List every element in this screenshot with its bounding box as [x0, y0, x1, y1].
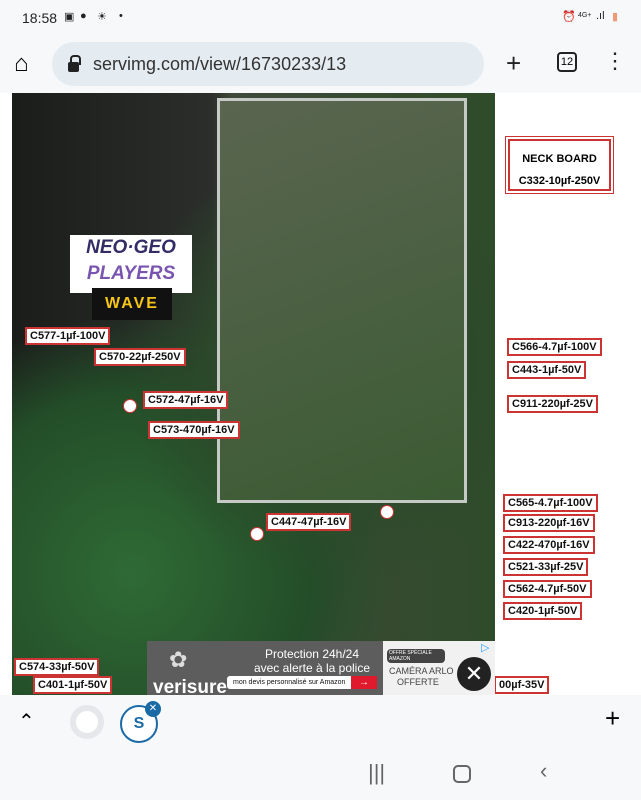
cap-label: C447-47µf-16V [266, 513, 352, 531]
new-tab-plus-icon[interactable]: + [506, 48, 522, 78]
system-nav: ||| ‹ [0, 750, 641, 800]
marker-dot [380, 505, 394, 519]
tabs-button[interactable]: 12 [557, 52, 577, 72]
cap-label: C420-1µf-50V [503, 602, 583, 620]
cap-label: C913-220µf-16V [503, 514, 595, 532]
brightness-icon: ☀ [97, 11, 107, 23]
verisure-logo-icon: ✿ [169, 647, 188, 672]
metal-plate [217, 98, 467, 503]
cap-label: C565-4.7µf-100V [503, 494, 598, 512]
more-vert-icon[interactable]: ⋮ [604, 48, 626, 73]
url-text: servimg.com/view/16730233/13 [93, 53, 347, 74]
ad-cta[interactable]: mon devis personnalisé sur Amazon [227, 676, 377, 689]
cap-label: C566-4.7µf-100V [507, 338, 602, 356]
battery-icon: ▮ [612, 11, 619, 23]
gallery-icon: ▣ [64, 11, 75, 23]
cap-label: C570-22µf-250V [94, 348, 186, 366]
adchoices-icon[interactable]: ▷ [481, 642, 490, 654]
cap-label: C443-1µf-50V [507, 361, 587, 379]
cap-label: C521-33µf-25V [503, 558, 589, 576]
chevron-up-icon[interactable]: ⌃ [18, 711, 35, 733]
back-icon[interactable]: ‹ [540, 758, 548, 783]
close-badge-icon[interactable]: ✕ [145, 701, 161, 717]
cap-label: C562-4.7µf-50V [503, 580, 592, 598]
circle-button[interactable] [70, 705, 104, 739]
wave-logo: WAVE [92, 288, 172, 320]
plus-icon[interactable]: + [605, 703, 621, 733]
cap-label: C401-1µf-50V [33, 676, 113, 694]
cap-label: C577-1µf-100V [25, 327, 111, 345]
cap-label: 00µf-35V [494, 676, 550, 694]
marker-dot [250, 527, 264, 541]
clock: 18:58 [22, 10, 58, 26]
cap-label: C911-220µf-25V [507, 395, 598, 413]
bottom-bar: ⌃ S ✕ + [0, 695, 641, 750]
arrow-right-icon[interactable]: → [351, 676, 377, 689]
lock-icon [68, 55, 81, 72]
address-bar[interactable]: servimg.com/view/16730233/13 [52, 42, 484, 86]
cap-label: C573-470µf-16V [148, 421, 240, 439]
home-icon[interactable]: ⌂ [14, 50, 29, 77]
browser-toolbar: ⌂ servimg.com/view/16730233/13 + 12 ⋮ [0, 36, 641, 92]
ad-brand: verisure [153, 677, 227, 698]
marker-dot [123, 399, 137, 413]
signal-icon: .ıl [596, 10, 605, 22]
status-bar: 18:58 ▣ ● ☀ • ⏰ 4G+ .ıl ▮ [0, 0, 641, 36]
messenger-icon: ● [80, 10, 87, 22]
network-label: 4G+ [578, 12, 592, 19]
cap-label: C572-47µf-16V [143, 391, 229, 409]
cap-label: C422-470µf-16V [503, 536, 595, 554]
home-nav-icon[interactable] [453, 765, 471, 783]
alarm-icon: ⏰ [562, 11, 576, 23]
close-ad-icon[interactable]: ✕ [457, 657, 491, 691]
dot-icon: • [119, 10, 123, 22]
recents-icon[interactable]: ||| [368, 760, 386, 785]
cap-label: C574-33µf-50V [14, 658, 100, 676]
